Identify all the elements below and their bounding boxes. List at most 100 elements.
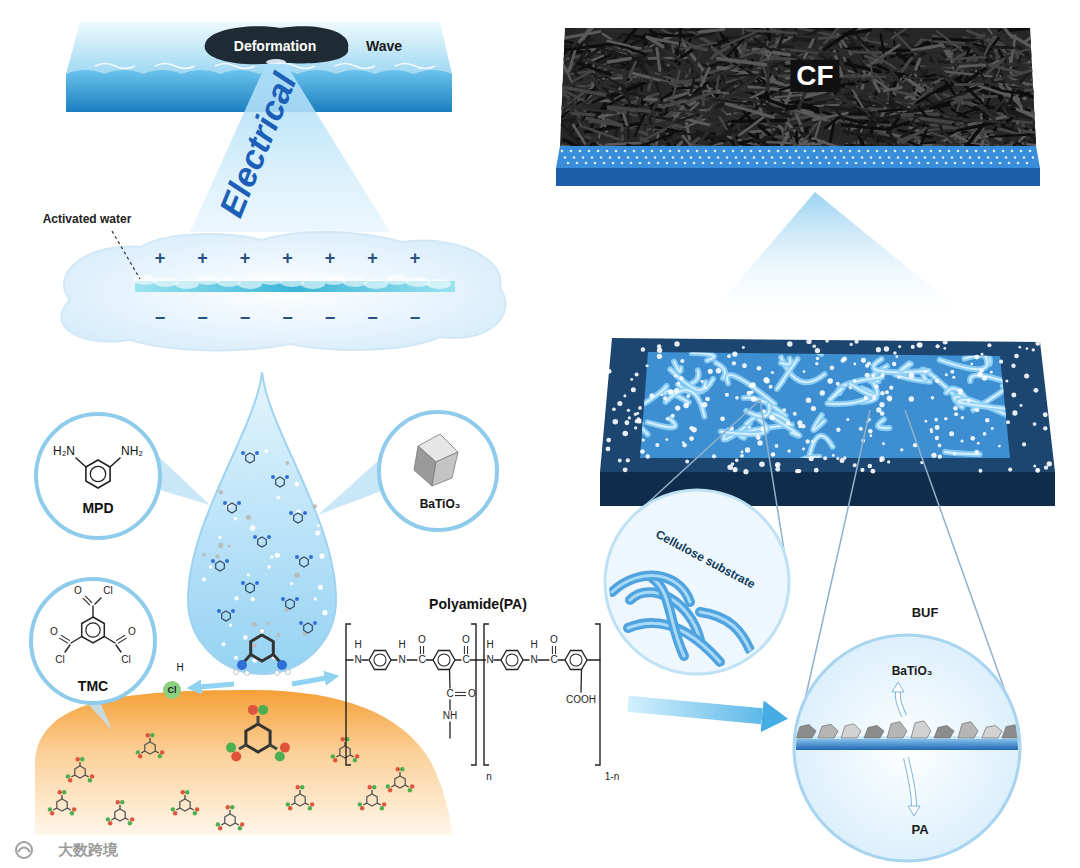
carbon-fiber <box>1038 145 1066 160</box>
particle-dot <box>748 426 751 429</box>
carbon-fiber <box>957 100 959 111</box>
particle-dot <box>949 431 954 436</box>
particle-dot <box>993 150 996 153</box>
particle-dot <box>322 610 327 615</box>
chlorine-atom <box>62 790 66 794</box>
particle-dot <box>627 409 630 412</box>
particle-dot <box>769 415 774 420</box>
particle-dot <box>957 150 960 153</box>
particle-dot <box>689 426 693 430</box>
carbon-fiber <box>1032 80 1048 90</box>
double-bond <box>423 646 424 654</box>
particle-dot <box>999 162 1002 165</box>
particle-dot <box>869 434 872 437</box>
particle-dot <box>792 162 795 165</box>
fiber-highlight <box>958 400 1015 410</box>
particle-dot <box>846 162 849 165</box>
particle-dot <box>626 458 630 462</box>
carbon-fiber <box>699 29 724 32</box>
organic-phase <box>35 690 452 835</box>
carbon-fiber <box>780 28 785 46</box>
benzene-ring <box>433 651 455 670</box>
particle-dot <box>815 362 818 365</box>
particle-dot <box>882 162 885 165</box>
particle-dot <box>579 150 582 153</box>
chlorine-atom <box>358 802 362 806</box>
particle-dot <box>682 441 685 444</box>
fiber-highlight <box>670 369 705 390</box>
particle-dot <box>684 162 687 165</box>
bond <box>494 659 501 660</box>
particle-dot <box>1011 150 1014 153</box>
particle-dot <box>860 468 864 472</box>
carbon-fiber <box>870 60 873 82</box>
chlorine-atom <box>230 805 234 809</box>
fiber-highlight <box>873 359 928 372</box>
particle-dot <box>774 162 777 165</box>
carbon-fiber <box>894 133 919 144</box>
particle-dot <box>636 418 641 423</box>
carbon-fiber <box>512 121 561 123</box>
particle-dot <box>930 428 933 431</box>
particle-dot <box>836 427 840 431</box>
carbon-fiber <box>916 59 920 69</box>
bond <box>407 659 417 660</box>
node-text: − <box>282 308 293 329</box>
carbon-fiber <box>607 47 626 52</box>
particle-dot <box>744 156 747 159</box>
aromatic-circle <box>438 654 450 666</box>
particle-dot <box>980 368 984 372</box>
tmc-molecules <box>48 705 415 831</box>
benzene-ring <box>367 794 377 806</box>
particle-dot <box>1043 426 1047 430</box>
particle-dot <box>945 162 948 165</box>
carbon-fiber <box>1031 32 1080 36</box>
particle-dot <box>704 387 707 390</box>
nitrogen-atom <box>241 581 245 585</box>
particle-dot <box>831 150 834 153</box>
carbon-fiber <box>870 117 888 125</box>
oxygen-atom <box>248 705 258 715</box>
particle-dot <box>809 456 814 461</box>
particle-dot <box>234 517 238 521</box>
carbon-fiber <box>1039 139 1066 148</box>
particle-dot <box>314 597 318 601</box>
bond <box>92 606 93 617</box>
polyamide-structure: Polyamide(PA)HNHNOCOCCONHnHNHNOCCOOH1-n <box>338 590 628 790</box>
oxygen-atom <box>360 806 364 810</box>
bond <box>346 659 353 660</box>
node-text: + <box>325 248 336 269</box>
oxygen-atom <box>410 784 414 788</box>
particle-dot <box>918 162 921 165</box>
droplet-molecules <box>202 449 328 675</box>
carbon-fiber <box>955 83 983 86</box>
particle-dot <box>836 382 840 386</box>
node-text: N <box>354 654 361 666</box>
oxygen-atom <box>218 826 222 830</box>
water-bubble <box>196 275 220 285</box>
particle-dot <box>983 432 987 436</box>
particle-dot <box>1020 150 1023 153</box>
chlorine-atom <box>88 778 92 782</box>
nitrogen-atom <box>223 501 227 505</box>
carbon-fiber <box>838 81 867 86</box>
particle-dot <box>1008 162 1011 165</box>
double-bond <box>59 638 68 644</box>
chlorine-atom <box>308 806 312 810</box>
benzene-ring <box>216 561 225 571</box>
particle-dot <box>202 577 206 581</box>
fiber <box>777 359 798 389</box>
nitrogen-atom <box>237 660 247 670</box>
node-text: N <box>398 654 405 666</box>
particle-dot <box>740 454 744 458</box>
callout-pointer <box>158 456 210 505</box>
particle-dot <box>987 156 990 159</box>
node-text: TMC <box>78 678 108 694</box>
particle-dot <box>961 416 964 419</box>
fiber <box>721 419 767 434</box>
fiber <box>800 333 821 354</box>
fiber-highlight <box>901 364 911 371</box>
carbon-fiber <box>824 27 857 49</box>
fiber <box>781 359 790 365</box>
particle-dot <box>837 162 840 165</box>
